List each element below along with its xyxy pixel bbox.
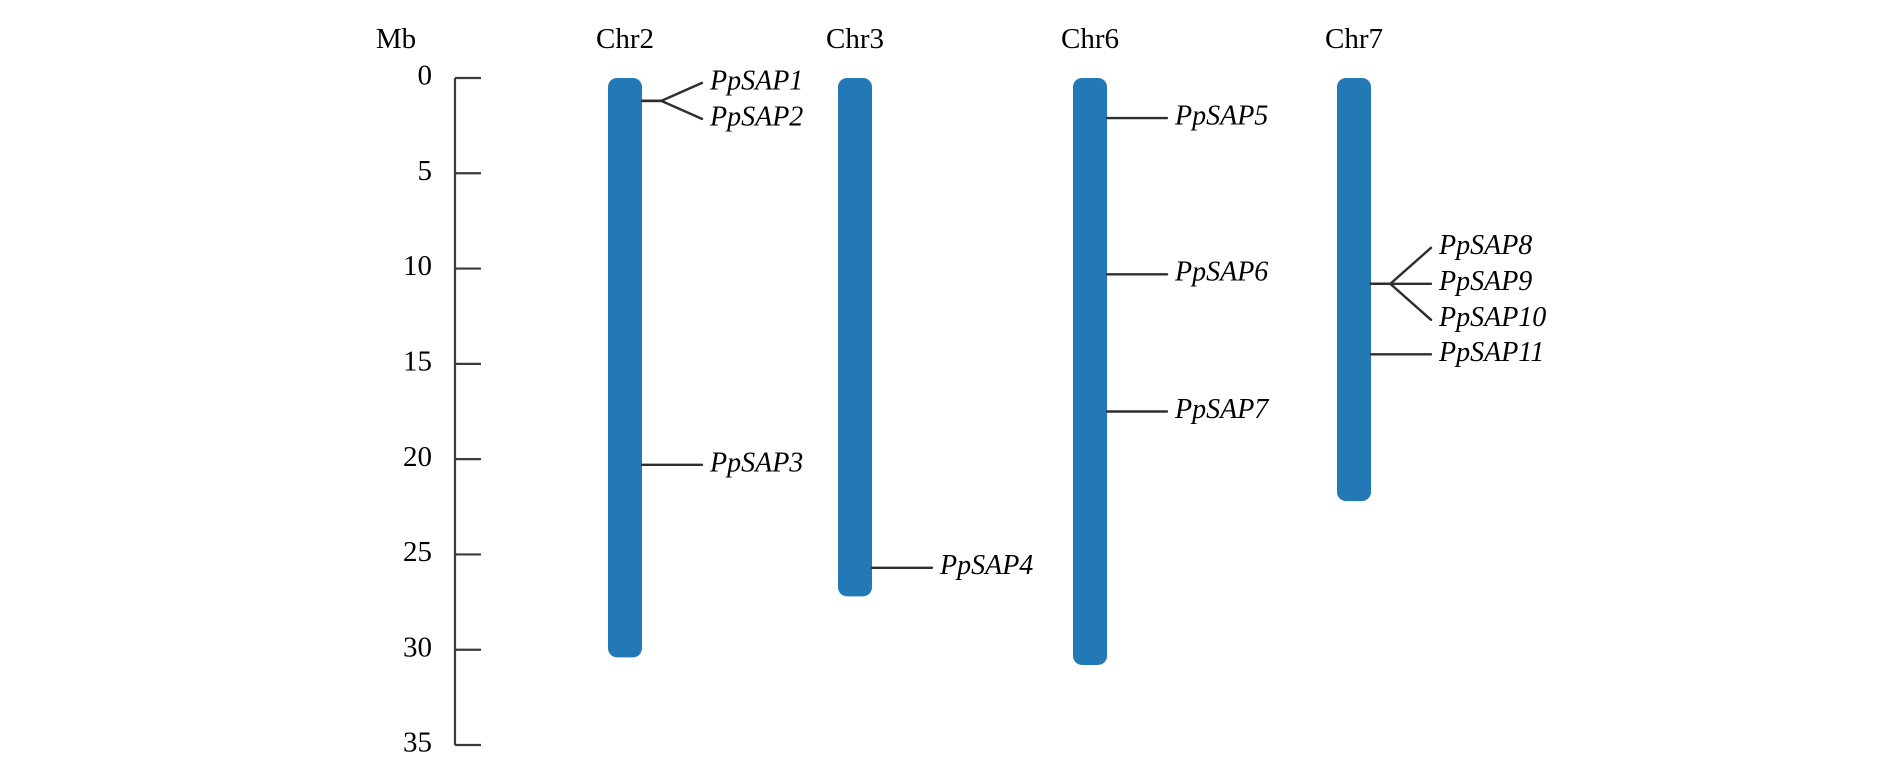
axis-tick-label-10: 10 xyxy=(403,250,432,282)
gene-label-ppsap11[interactable]: PpSAP11 xyxy=(1438,337,1544,368)
chromosome-title-chr3: Chr3 xyxy=(826,23,884,55)
axis-tick-label-35: 35 xyxy=(403,727,432,759)
gene-label-ppsap2[interactable]: PpSAP2 xyxy=(709,101,803,132)
axis-tick-label-0: 0 xyxy=(418,60,433,92)
chromosome-bar-chr7[interactable] xyxy=(1337,78,1371,502)
gene-leader-line-ppsap2 xyxy=(640,99,704,121)
gene-leader-line-ppsap8 xyxy=(1369,246,1433,286)
gene-annotation-group: PpSAP1PpSAP2PpSAP3PpSAP4PpSAP5PpSAP6PpSA… xyxy=(640,65,1546,581)
axis-tick-label-30: 30 xyxy=(403,631,432,663)
gene-leader-line-ppsap1 xyxy=(640,81,704,103)
gene-label-ppsap10[interactable]: PpSAP10 xyxy=(1438,302,1546,333)
chromosome-bar-chr2[interactable] xyxy=(608,78,642,658)
chromosome-title-chr7: Chr7 xyxy=(1325,23,1383,55)
chromosome-title-chr6: Chr6 xyxy=(1061,23,1119,55)
axis-tick-label-25: 25 xyxy=(403,536,432,568)
chromosome-bar-chr6[interactable] xyxy=(1073,78,1107,665)
gene-label-ppsap8[interactable]: PpSAP8 xyxy=(1438,230,1532,261)
gene-label-ppsap3[interactable]: PpSAP3 xyxy=(709,447,803,478)
axis-tick-label-5: 5 xyxy=(418,155,433,187)
y-axis: 0 5 10 15 20 25 30 35 Mb xyxy=(376,23,481,759)
chromosome-bar-chr3[interactable] xyxy=(838,78,872,597)
gene-label-ppsap4[interactable]: PpSAP4 xyxy=(939,550,1033,581)
chromosome-title-chr2: Chr2 xyxy=(596,23,654,55)
gene-label-ppsap9[interactable]: PpSAP9 xyxy=(1438,266,1532,297)
axis-unit-label: Mb xyxy=(376,23,416,55)
axis-tick-label-15: 15 xyxy=(403,346,432,378)
gene-leader-line-ppsap10 xyxy=(1369,282,1433,322)
axis-tick-label-20: 20 xyxy=(403,441,432,473)
gene-label-ppsap1[interactable]: PpSAP1 xyxy=(709,65,803,96)
gene-label-ppsap5[interactable]: PpSAP5 xyxy=(1174,100,1268,131)
gene-label-ppsap6[interactable]: PpSAP6 xyxy=(1174,257,1268,288)
chromosome-group: Chr2 Chr3 Chr6 Chr7 xyxy=(596,23,1383,665)
gene-label-ppsap7[interactable]: PpSAP7 xyxy=(1174,394,1269,425)
